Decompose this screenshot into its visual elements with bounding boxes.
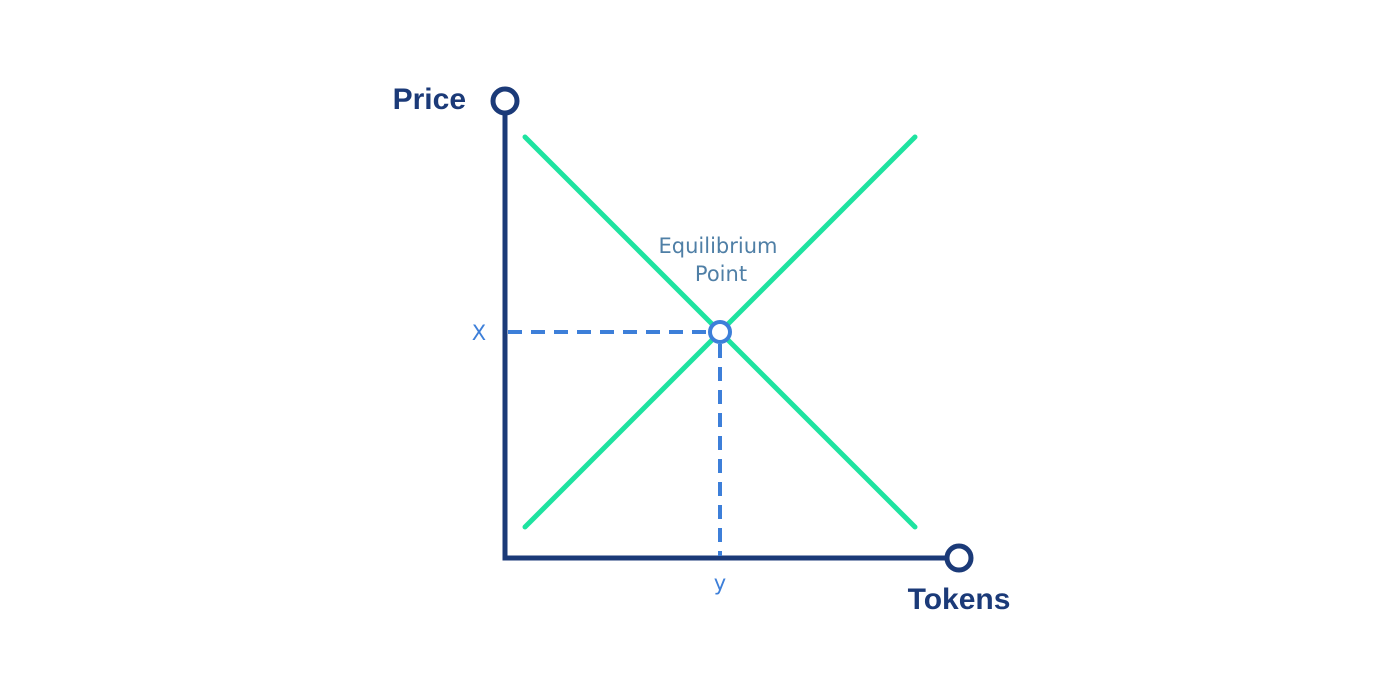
price-tick-label: X	[472, 321, 486, 345]
y-axis-end-marker	[490, 86, 520, 116]
x-axis-end-marker	[944, 543, 974, 573]
y-axis-title: Price	[393, 83, 466, 116]
quantity-tick-label: y	[714, 571, 726, 595]
equilibrium-label-line1: Equilibrium	[659, 234, 778, 258]
x-axis-title: Tokens	[908, 583, 1011, 616]
equilibrium-point-marker	[708, 320, 732, 344]
equilibrium-label-line2: Point	[695, 262, 747, 286]
